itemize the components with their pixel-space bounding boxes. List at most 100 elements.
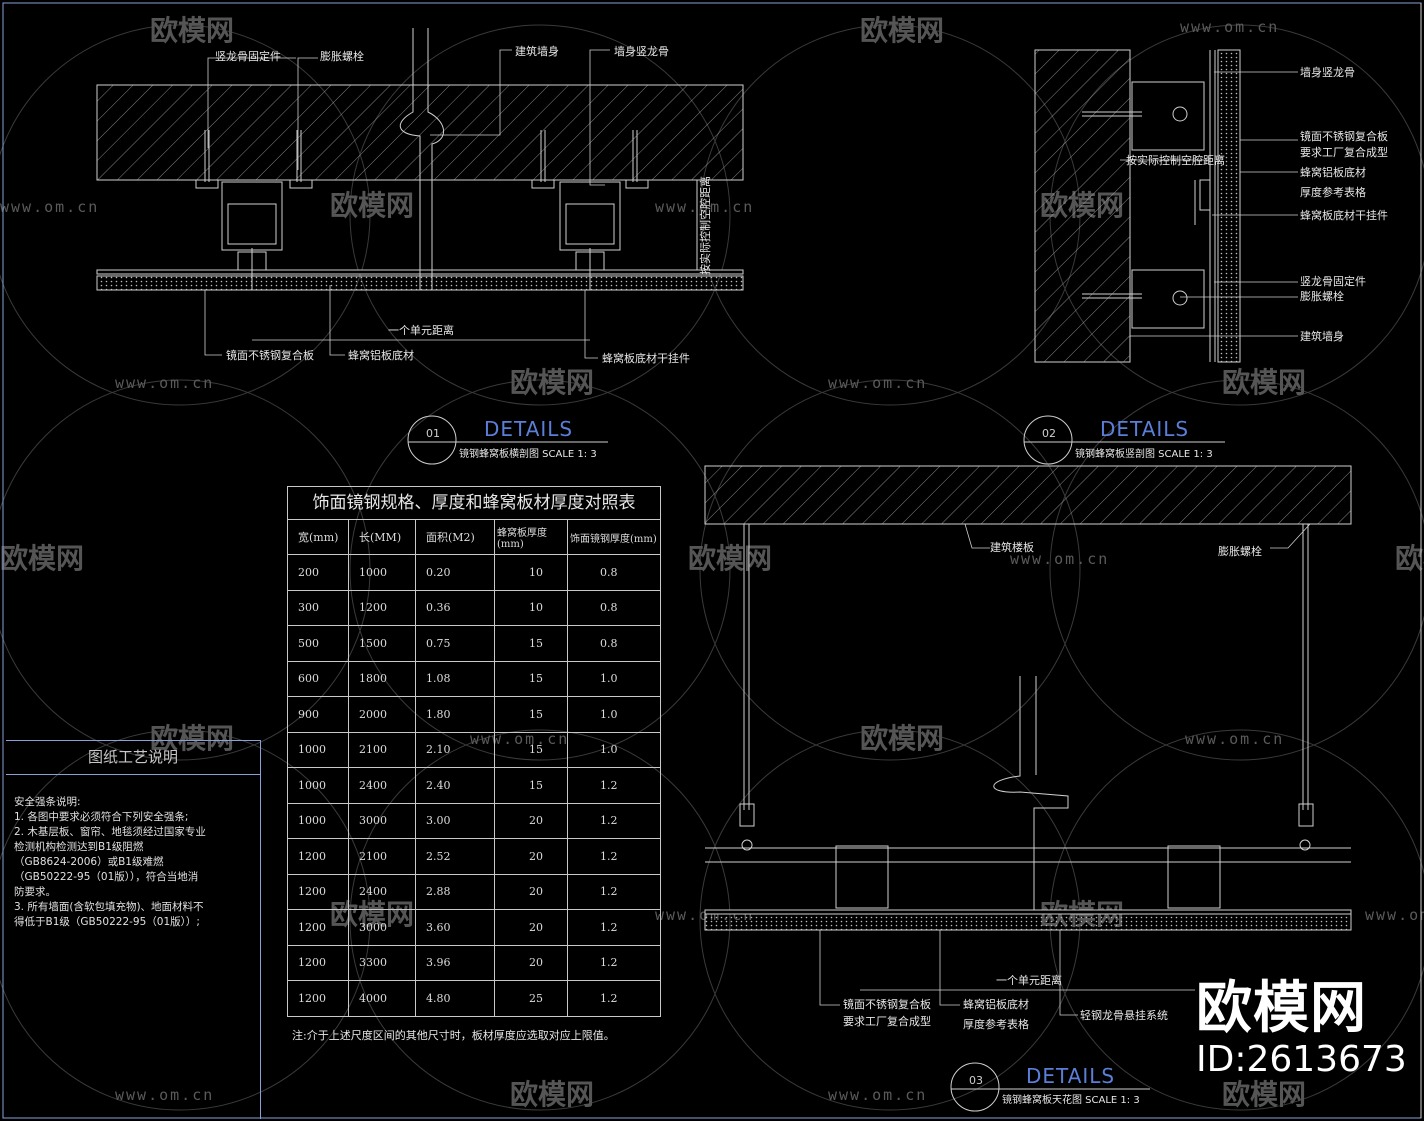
detail-subtitle: 镜钢蜂窝板横剖图 SCALE 1: 3 <box>459 447 597 460</box>
watermark-url: www.om.cn <box>1365 906 1424 924</box>
cell-mirror-thickness: 1.0 <box>567 696 661 733</box>
note-line: 安全强条说明: <box>14 796 81 808</box>
cell-length: 2000 <box>348 696 416 733</box>
label-keel-locator: 竖龙骨固定件 <box>215 49 281 63</box>
watermark-url: www.om.cn <box>0 198 99 216</box>
note-line: （GB8624-2006）或B1级难燃 <box>14 856 164 868</box>
cell-honeycomb-thickness: 10 <box>494 554 568 591</box>
detail-01-tag: 01 DETAILS 镜钢蜂窝板横剖图 SCALE 1: 3 <box>407 415 608 465</box>
detail-title: DETAILS <box>1100 417 1189 441</box>
table-note: 注:介于上述尺度区间的其他尺寸时，板材厚度应选取对应上限值。 <box>292 1029 615 1042</box>
detail-02-labels: 墙身竖龙骨 镜面不锈钢复合板 要求工厂复合成型 蜂窝铝板底材 厚度参考表格 蜂窝… <box>1126 65 1388 343</box>
detail-subtitle: 镜钢蜂窝板天花图 SCALE 1: 3 <box>1002 1093 1140 1106</box>
label-mirror-panel: 镜面不锈钢复合板 <box>843 997 931 1011</box>
cell-honeycomb-thickness: 20 <box>494 838 568 875</box>
cell-area: 2.10 <box>415 731 495 768</box>
cell-honeycomb-thickness: 10 <box>494 589 568 626</box>
detail-number: 02 <box>1042 427 1056 440</box>
cell-mirror-thickness: 1.2 <box>567 980 661 1017</box>
notes-panel: 图纸工艺说明 安全强条说明: 1. 各图中要求必须符合下列安全强条; 2. 木基… <box>6 740 261 1119</box>
header-honeycomb-thickness: 蜂窝板厚度(mm) <box>494 519 568 555</box>
cell-length: 3000 <box>348 802 416 839</box>
label-thickness-ref: 厚度参考表格 <box>963 1017 1029 1031</box>
cell-area: 2.52 <box>415 838 495 875</box>
detail-title: DETAILS <box>484 417 573 441</box>
cell-width: 1000 <box>287 767 349 804</box>
cell-honeycomb-thickness: 20 <box>494 944 568 981</box>
cell-mirror-thickness: 1.2 <box>567 944 661 981</box>
label-honeycomb-base: 蜂窝铝板底材 <box>348 348 414 362</box>
brand-id: ID:2613673 <box>1196 1039 1407 1080</box>
cell-honeycomb-thickness: 15 <box>494 625 568 662</box>
label-unit-distance: 一个单元距离 <box>996 973 1062 987</box>
cell-mirror-thickness: 0.8 <box>567 625 661 662</box>
cell-area: 0.75 <box>415 625 495 662</box>
cell-width: 1200 <box>287 909 349 946</box>
brand-mark: 欧模网 ID:2613673 <box>1196 976 1407 1080</box>
label-cavity-control: 按实际控制空腔距离 <box>698 176 712 275</box>
watermark-url: www.om.cn <box>1180 18 1279 36</box>
cell-area: 2.88 <box>415 873 495 910</box>
spec-table: 饰面镜钢规格、厚度和蜂窝板材厚度对照表 宽(mm) 长(MM) 面积(M2) 蜂… <box>287 486 661 1017</box>
cell-honeycomb-thickness: 15 <box>494 767 568 804</box>
detail-02-tag: 02 DETAILS 镜钢蜂窝板竖剖图 SCALE 1: 3 <box>1023 415 1225 465</box>
cell-mirror-thickness: 1.2 <box>567 838 661 875</box>
cell-length: 1500 <box>348 625 416 662</box>
cell-honeycomb-thickness: 20 <box>494 802 568 839</box>
note-line: 2. 木基层板、窗帘、地毯须经过国家专业 <box>14 826 206 838</box>
cell-area: 3.60 <box>415 909 495 946</box>
detail-02-drawing <box>1034 49 1298 363</box>
cell-honeycomb-thickness: 15 <box>494 696 568 733</box>
brand-name: 欧模网 <box>1196 976 1367 1041</box>
cell-width: 600 <box>287 660 349 697</box>
detail-01-labels: 竖龙骨固定件 膨胀螺栓 建筑墙身 墙身竖龙骨 一个单元距离 镜面不锈钢复合板 蜂… <box>215 44 712 365</box>
cell-mirror-thickness: 1.0 <box>567 660 661 697</box>
table-title: 饰面镜钢规格、厚度和蜂窝板材厚度对照表 <box>287 486 661 519</box>
detail-03-labels: 建筑楼板 膨胀螺栓 一个单元距离 镜面不锈钢复合板 要求工厂复合成型 蜂窝铝板底… <box>843 540 1262 1031</box>
cell-width: 500 <box>287 625 349 662</box>
watermark-text: 欧模网 <box>1222 366 1306 399</box>
cell-width: 1200 <box>287 838 349 875</box>
cell-honeycomb-thickness: 20 <box>494 873 568 910</box>
cell-mirror-thickness: 1.2 <box>567 802 661 839</box>
note-line: 3. 所有墙面(含软包填充物)、地面材料不 <box>14 901 204 913</box>
watermark-text: 欧模网 <box>150 14 234 47</box>
note-line: （GB50222-95（01版）），符合当地消 <box>14 871 199 883</box>
cell-length: 1000 <box>348 554 416 591</box>
cell-mirror-thickness: 1.0 <box>567 731 661 768</box>
watermark-text: 欧模网 <box>0 542 84 575</box>
watermark-url: www.om.cn <box>655 198 754 216</box>
header-width: 宽(mm) <box>287 519 349 555</box>
cell-honeycomb-thickness: 25 <box>494 980 568 1017</box>
watermark-text: 欧模网 <box>860 14 944 47</box>
detail-number: 03 <box>969 1074 983 1087</box>
label-honeycomb-base: 蜂窝铝板底材 <box>1300 165 1366 179</box>
watermark-url: www.om.cn <box>1185 730 1284 748</box>
watermark-text: 欧模网 <box>510 366 594 399</box>
cell-length: 1200 <box>348 589 416 626</box>
watermark-url: www.om.cn <box>115 1086 214 1104</box>
cell-mirror-thickness: 1.2 <box>567 909 661 946</box>
detail-03-tag: 03 DETAILS 镜钢蜂窝板天花图 SCALE 1: 3 <box>950 1062 1150 1112</box>
cell-mirror-thickness: 0.8 <box>567 554 661 591</box>
notes-body: 安全强条说明: 1. 各图中要求必须符合下列安全强条; 2. 木基层板、窗帘、地… <box>6 775 260 930</box>
cell-area: 2.40 <box>415 767 495 804</box>
cell-area: 0.20 <box>415 554 495 591</box>
label-building-wall: 建筑墙身 <box>1300 329 1344 343</box>
cell-length: 2400 <box>348 767 416 804</box>
cell-length: 2400 <box>348 873 416 910</box>
label-keel-locator: 竖龙骨固定件 <box>1300 274 1366 288</box>
label-unit-distance: 一个单元距离 <box>388 323 454 337</box>
cell-mirror-thickness: 1.2 <box>567 873 661 910</box>
cell-area: 1.08 <box>415 660 495 697</box>
